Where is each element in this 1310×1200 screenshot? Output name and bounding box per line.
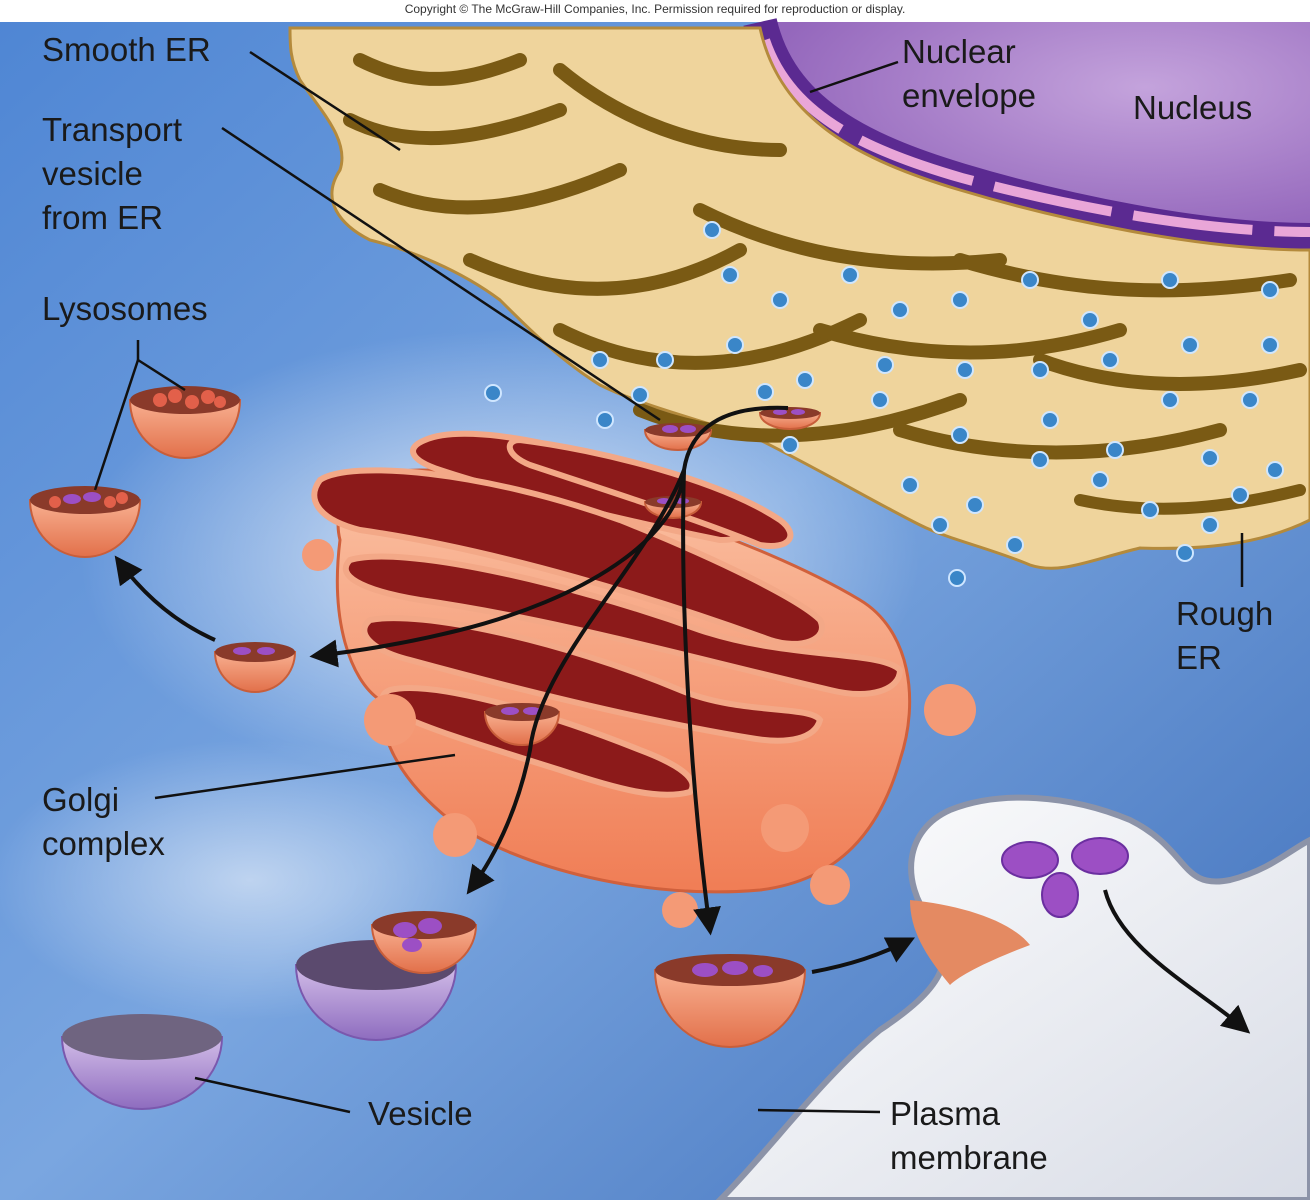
vesicle [60,1014,224,1110]
label-smooth-er: Smooth ER [42,31,211,68]
label-rough-er: Rough ER [1176,592,1273,680]
endoplasmic-reticulum [288,26,1310,570]
label-vesicle: Vesicle [368,1095,473,1132]
label-line: Rough [1176,595,1274,632]
golgi-vesicle [213,642,297,693]
label-line: ER [1176,639,1222,676]
plasma-membrane-exterior [715,794,1310,1200]
lysosome [128,386,242,459]
label-lysosomes: Lysosomes [42,290,208,327]
secretory-vesicle [653,954,807,1048]
label-plasma-membrane: Plasma membrane [890,1092,1048,1180]
label-line: membrane [890,1139,1048,1176]
transport-vesicle [758,407,822,430]
label-line: envelope [902,77,1036,114]
label-line: Plasma [890,1095,1001,1132]
pathway-arrows [114,405,1251,1034]
label-line: Golgi [42,781,120,818]
nuclear-envelope-lumen [760,38,1310,237]
secreted-proteins [1001,837,1129,918]
label-line: complex [42,825,165,862]
vesicle-fusing [294,911,478,1041]
label-line: Transport [42,111,182,148]
lysosome [28,486,142,558]
nucleus [760,22,1310,240]
ribosomes [484,221,1284,587]
label-golgi-complex: Golgi complex [42,778,165,866]
label-line: Nuclear [902,33,1016,70]
golgi-buds [302,539,976,928]
label-nucleus: Nucleus [1133,89,1253,126]
label-line: vesicle [42,155,143,192]
label-leader-lines [93,50,1244,1114]
copyright-notice: Copyright © The McGraw-Hill Companies, I… [404,2,906,16]
label-transport-vesicle: Transport vesicle from ER [42,108,182,240]
membrane-bud [910,900,1030,985]
transport-vesicle [643,423,713,451]
label-nuclear-envelope: Nuclear envelope [902,30,1036,118]
label-line: from ER [42,199,164,236]
